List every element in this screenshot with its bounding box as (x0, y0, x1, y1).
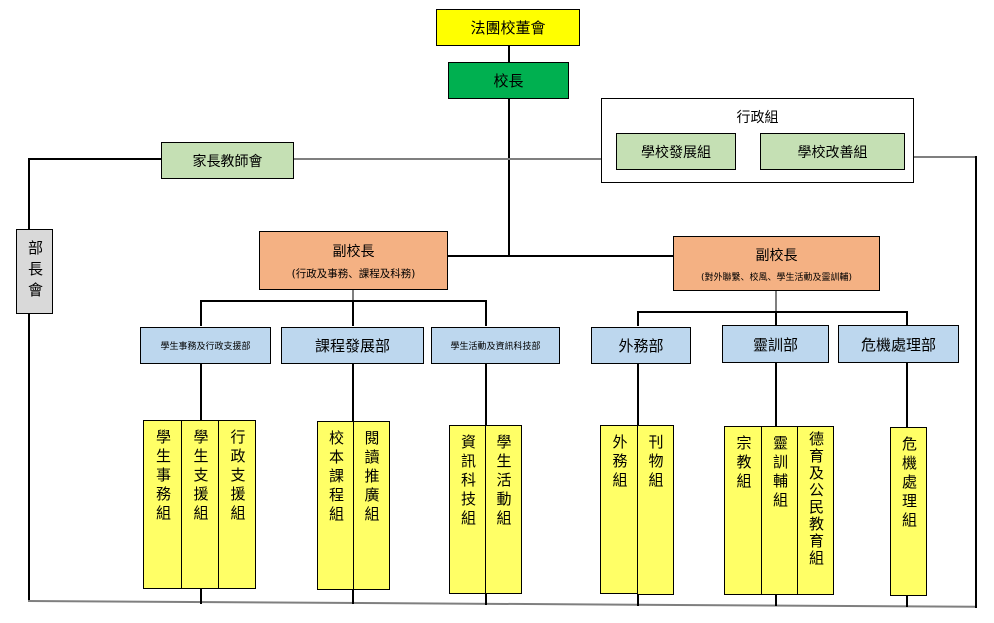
admin-unit-node: 學校改善組 (760, 133, 905, 170)
connector (352, 363, 354, 425)
department-label: 靈訓部 (752, 335, 798, 354)
department-label: 學生事務及行政支援部 (160, 342, 251, 352)
connector (352, 589, 354, 604)
team-label: 學生事務組 (154, 429, 172, 524)
connector (352, 300, 354, 326)
connector (637, 363, 639, 426)
team-node: 資訊科技組 (449, 425, 486, 594)
school-board-label: 法團校董會 (470, 19, 546, 37)
team-group: 危機處理組 (890, 427, 927, 596)
heads-meeting-label: 部長會 (26, 240, 44, 303)
admin-unit-label: 學校發展組 (641, 144, 711, 161)
connector (27, 600, 976, 608)
connector (485, 593, 487, 605)
team-node: 行政支援組 (218, 420, 256, 589)
connector (906, 311, 908, 326)
team-node: 靈訓輔組 (760, 426, 799, 595)
team-node: 德育及公民教育組 (797, 426, 834, 595)
connector (200, 588, 202, 604)
team-label: 宗教組 (734, 435, 753, 492)
connector (913, 156, 976, 158)
connector (28, 158, 162, 160)
vice-principal-node: 副校長 (行政及事務、課程及科務) (259, 231, 448, 290)
team-node: 宗教組 (724, 426, 762, 595)
vice-principal-title: 副校長 (755, 247, 798, 264)
admin-unit-node: 學校發展組 (616, 133, 736, 170)
connector (28, 312, 30, 602)
pta-label: 家長教師會 (192, 153, 263, 170)
connector (292, 158, 602, 160)
team-group: 外務組 刊物組 (600, 425, 674, 595)
department-label: 課程發展部 (314, 337, 390, 355)
team-label: 危機處理組 (900, 436, 918, 531)
connector (775, 311, 777, 326)
admin-unit-label: 學校改善組 (797, 144, 868, 161)
team-node: 外務組 (600, 425, 638, 594)
department-node: 外務部 (591, 327, 691, 364)
school-board-node: 法團校董會 (436, 9, 580, 46)
connector (975, 156, 977, 608)
team-group: 學生事務組 學生支援組 行政支援組 (143, 420, 256, 589)
team-node: 閱讀推廣組 (352, 421, 390, 590)
vice-principal-scope: (對外聯繫、校風、學生活動及靈訓輔) (700, 272, 853, 283)
principal-node: 校長 (448, 62, 569, 99)
department-label: 學生活動及資訊科技部 (450, 342, 541, 352)
team-label: 行政支援組 (228, 429, 247, 524)
department-node: 學生活動及資訊科技部 (431, 327, 560, 364)
team-group: 資訊科技組 學生活動組 (449, 425, 522, 594)
team-label: 外務組 (610, 434, 629, 491)
team-node: 學生事務組 (143, 420, 182, 589)
connector (637, 311, 639, 326)
team-node: 危機處理組 (890, 427, 927, 596)
department-node: 靈訓部 (722, 325, 829, 363)
connector (352, 289, 354, 301)
connector (28, 158, 30, 230)
team-group: 校本課程組 閱讀推廣組 (317, 421, 390, 590)
vice-principal-title: 副校長 (332, 243, 375, 260)
connector (485, 300, 487, 326)
team-node: 學生支援組 (180, 420, 220, 589)
team-label: 學生支援組 (191, 429, 210, 524)
connector (447, 255, 675, 257)
team-label: 靈訓輔組 (771, 435, 789, 511)
department-node: 危機處理部 (838, 325, 959, 363)
department-node: 課程發展部 (281, 327, 424, 364)
connector (637, 594, 639, 606)
connector (775, 594, 777, 606)
admin-group-title: 行政組 (736, 110, 779, 126)
team-node: 校本課程組 (317, 421, 354, 590)
vice-principal-node: 副校長 (對外聯繫、校風、學生活動及靈訓輔) (673, 236, 880, 291)
department-label: 外務部 (618, 337, 664, 355)
connector (508, 98, 510, 256)
connector (906, 363, 908, 427)
connector (775, 363, 777, 426)
department-node: 學生事務及行政支援部 (140, 327, 271, 364)
team-group: 宗教組 靈訓輔組 德育及公民教育組 (724, 426, 834, 595)
team-node: 刊物組 (636, 425, 674, 595)
connector (637, 311, 907, 313)
connector (200, 300, 202, 326)
connector (485, 363, 487, 426)
team-label: 資訊科技組 (459, 434, 477, 529)
heads-meeting-node: 部長會 (16, 229, 53, 314)
team-label: 學生活動組 (494, 434, 513, 529)
principal-label: 校長 (493, 72, 524, 90)
vice-principal-scope: (行政及事務、課程及科務) (291, 267, 416, 280)
team-label: 刊物組 (646, 434, 665, 491)
connector (906, 595, 908, 607)
connector (775, 290, 777, 311)
department-label: 危機處理部 (860, 335, 936, 354)
team-label: 德育及公民教育組 (807, 431, 825, 567)
connector (200, 363, 202, 421)
connector (200, 300, 486, 302)
connector (508, 45, 510, 63)
team-node: 學生活動組 (484, 425, 522, 594)
pta-node: 家長教師會 (161, 142, 294, 179)
team-label: 閱讀推廣組 (362, 430, 381, 525)
team-label: 校本課程組 (327, 430, 345, 525)
